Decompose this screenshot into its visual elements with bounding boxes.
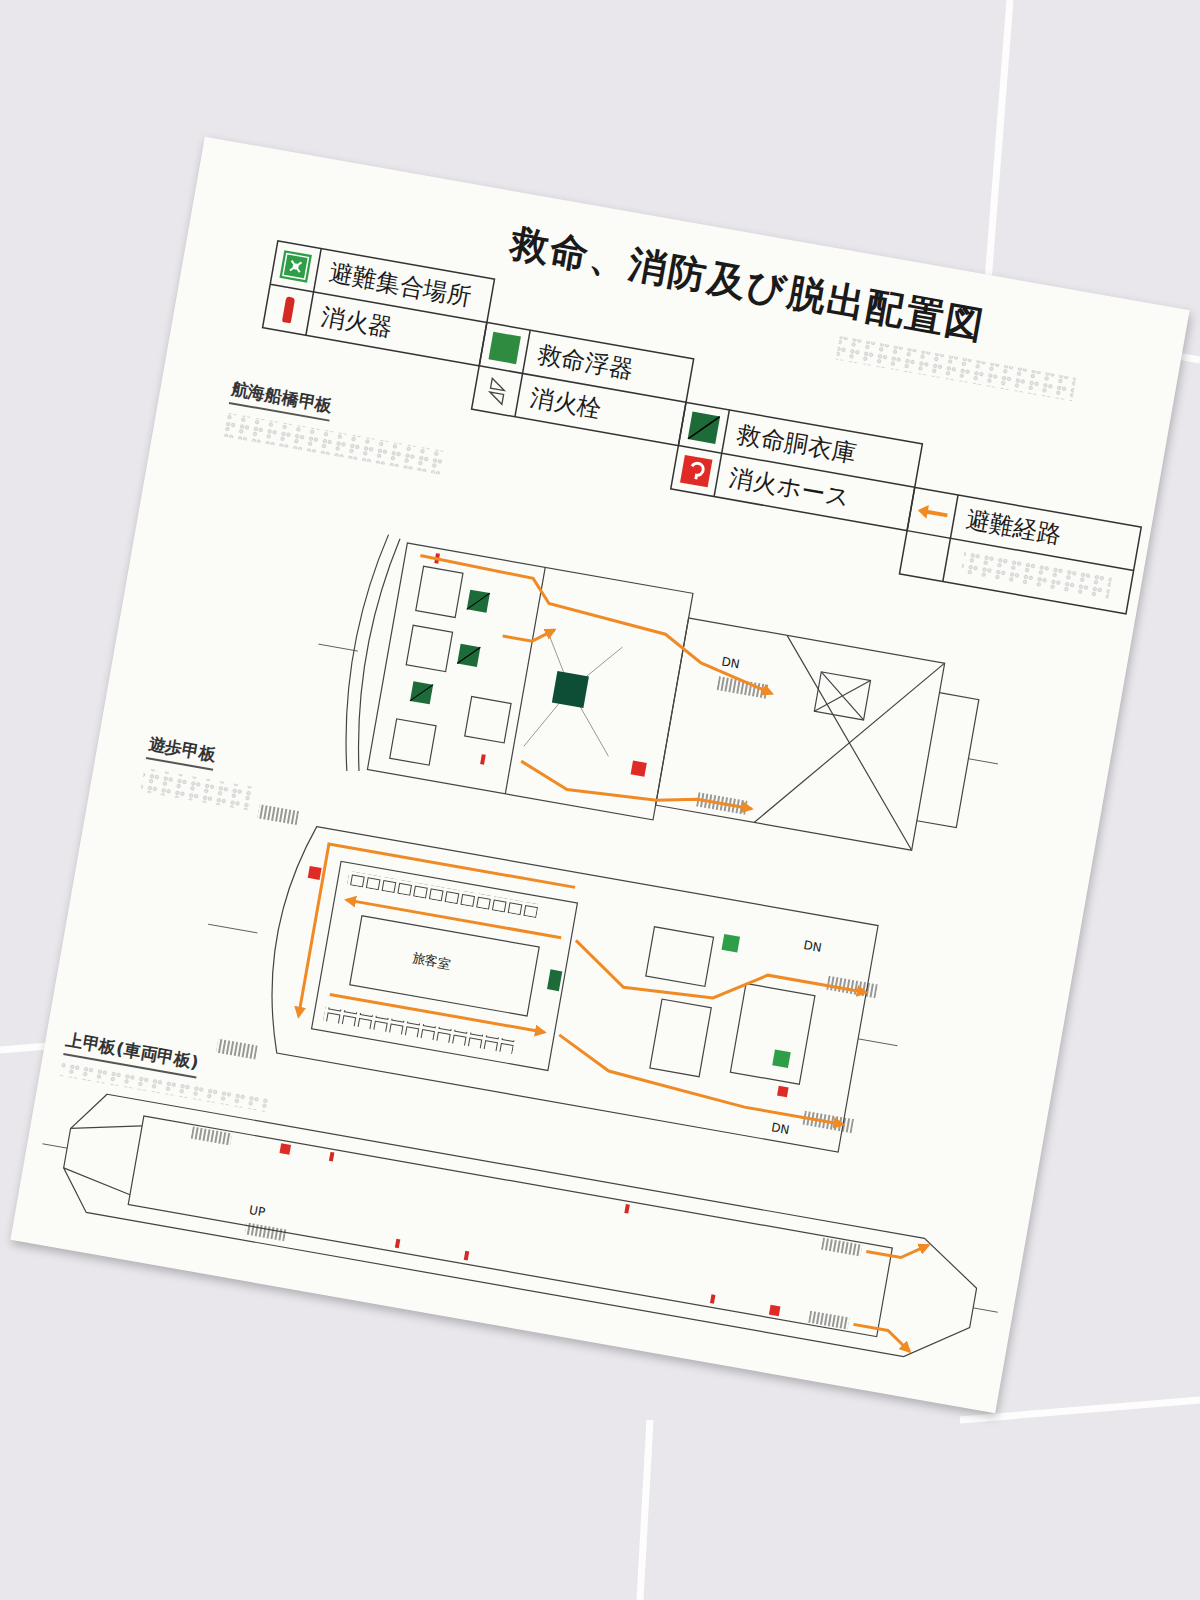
deck-name: 遊歩甲板 [146,732,218,770]
legend-icon [479,322,530,373]
route-arrow-glyph [914,502,950,524]
hydrant-symbol [484,375,511,408]
legend-text: 救命胴衣庫 [723,416,859,470]
legend-swatch [680,455,712,487]
legend-text: 救命浮器 [524,336,636,386]
sign-board: 救命、消防及び脱出配置図避難集合場所消火器救命浮器消火栓救命胴衣庫消火ホース避難… [10,137,1189,1414]
hydrant-glyph [484,375,511,408]
deck-name: 航海船橋甲板 [229,377,334,421]
route-arrow [914,502,950,524]
legend-text: 消火器 [307,298,395,344]
assembly-glyph [279,250,311,282]
legend-icon [678,402,729,453]
legend-icon [263,284,314,335]
legend-icon [472,366,523,417]
legend-swatch [488,332,520,364]
legend-text: 避難経路 [951,501,1063,551]
hose-glyph [680,455,712,487]
legend-row: 避難経路 [907,487,1141,570]
legend-icon [907,487,958,538]
legend-swatch [688,412,720,444]
sign-title: 救命、消防及び脱出配置図 [507,218,990,352]
plan-label: DN [800,939,824,956]
plan-label: DN [768,1121,792,1138]
legend-text: 消火ホース [715,459,853,514]
legend-row: 消火栓 [472,366,686,446]
ship-plan-illustration [10,137,1189,1414]
legend-icon [270,241,321,292]
plan-label: UP [246,1203,268,1220]
legend-icon [671,446,722,497]
plan-label: DN [718,655,742,672]
jacket-glyph [688,412,720,444]
legend-swatch [279,250,311,282]
extinguisher-swatch [281,296,294,323]
legend-text: 消火栓 [516,379,604,425]
plan-label: 旅客室 [409,951,454,973]
